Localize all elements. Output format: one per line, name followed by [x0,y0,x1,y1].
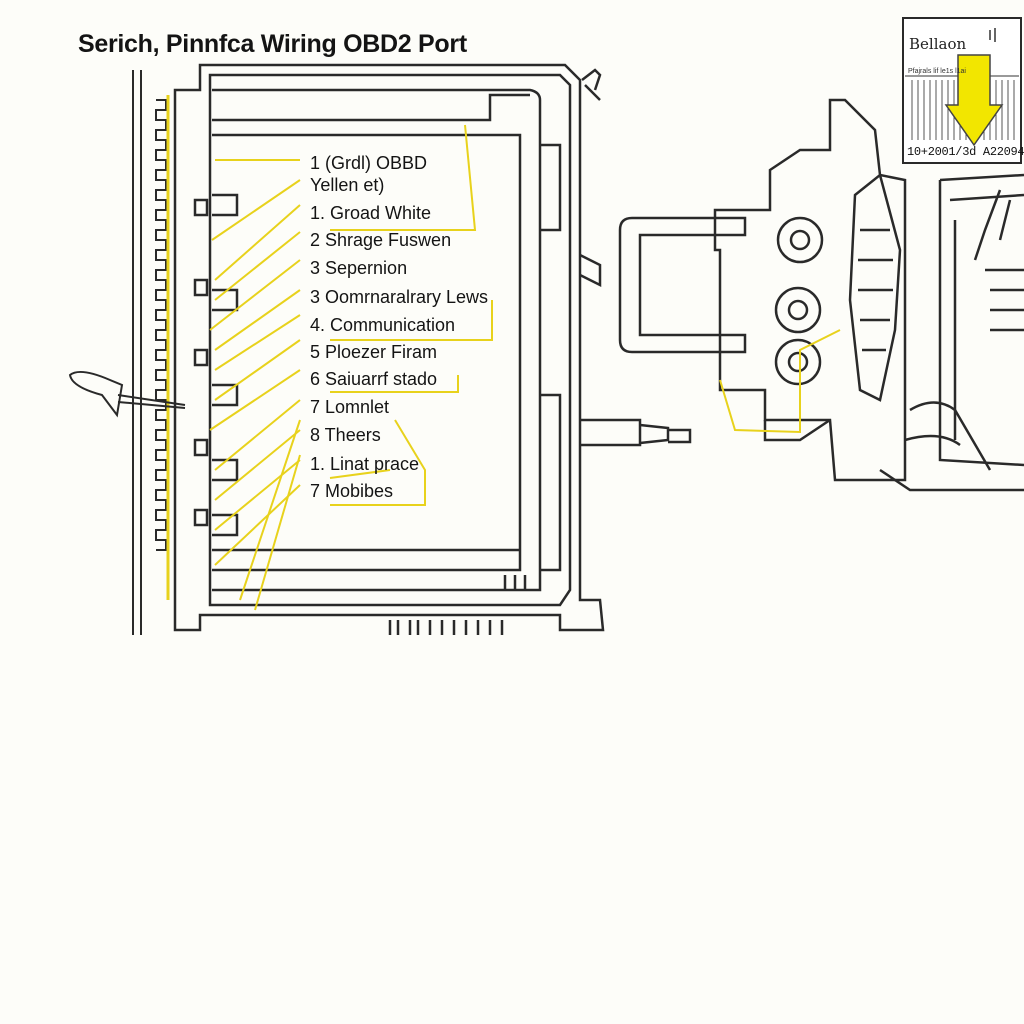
pin-label-8: 6 Saiuarrf stado [310,369,438,389]
pin-label-6: 4. Communication [310,315,456,335]
pin-label-7: 5 Ploezer Firam [310,342,438,362]
yellow-arrow-icon [944,54,1004,147]
pin-label-5: 3 Oomrnaralrary Lews [310,287,489,307]
legend-box [902,17,1022,164]
pin-label-1: 1 (Grdl) OBBD [310,153,428,173]
pin-leader-wires [209,124,493,611]
connector-housing [173,63,692,635]
pin-label-1-sub: Yellen et) [310,175,385,195]
pin-label-4: 3 Sepernion [310,258,408,278]
pin-label-12: 7 Mobibes [310,481,394,501]
pin-label-9: 7 Lomnlet [310,397,390,417]
legend-code: 10+2001/3d A22094 [907,145,1024,159]
engine-component [618,98,1024,492]
legend-small-text: Pfajrals lif le1s l1ai [908,68,966,75]
pin-label-2: 1. Groad White [310,203,432,223]
pin-label-3: 2 Shrage Fuswen [310,230,452,250]
legend-title: Bellaon [909,35,967,53]
pin-label-11: 1. Linat prace [310,454,420,474]
pin-label-10: 8 Theers [310,425,381,445]
engine-wire [719,329,841,434]
page-title: Serich, Pinnfca Wiring OBD2 Port [78,30,467,58]
left-connector-rail [132,70,170,635]
